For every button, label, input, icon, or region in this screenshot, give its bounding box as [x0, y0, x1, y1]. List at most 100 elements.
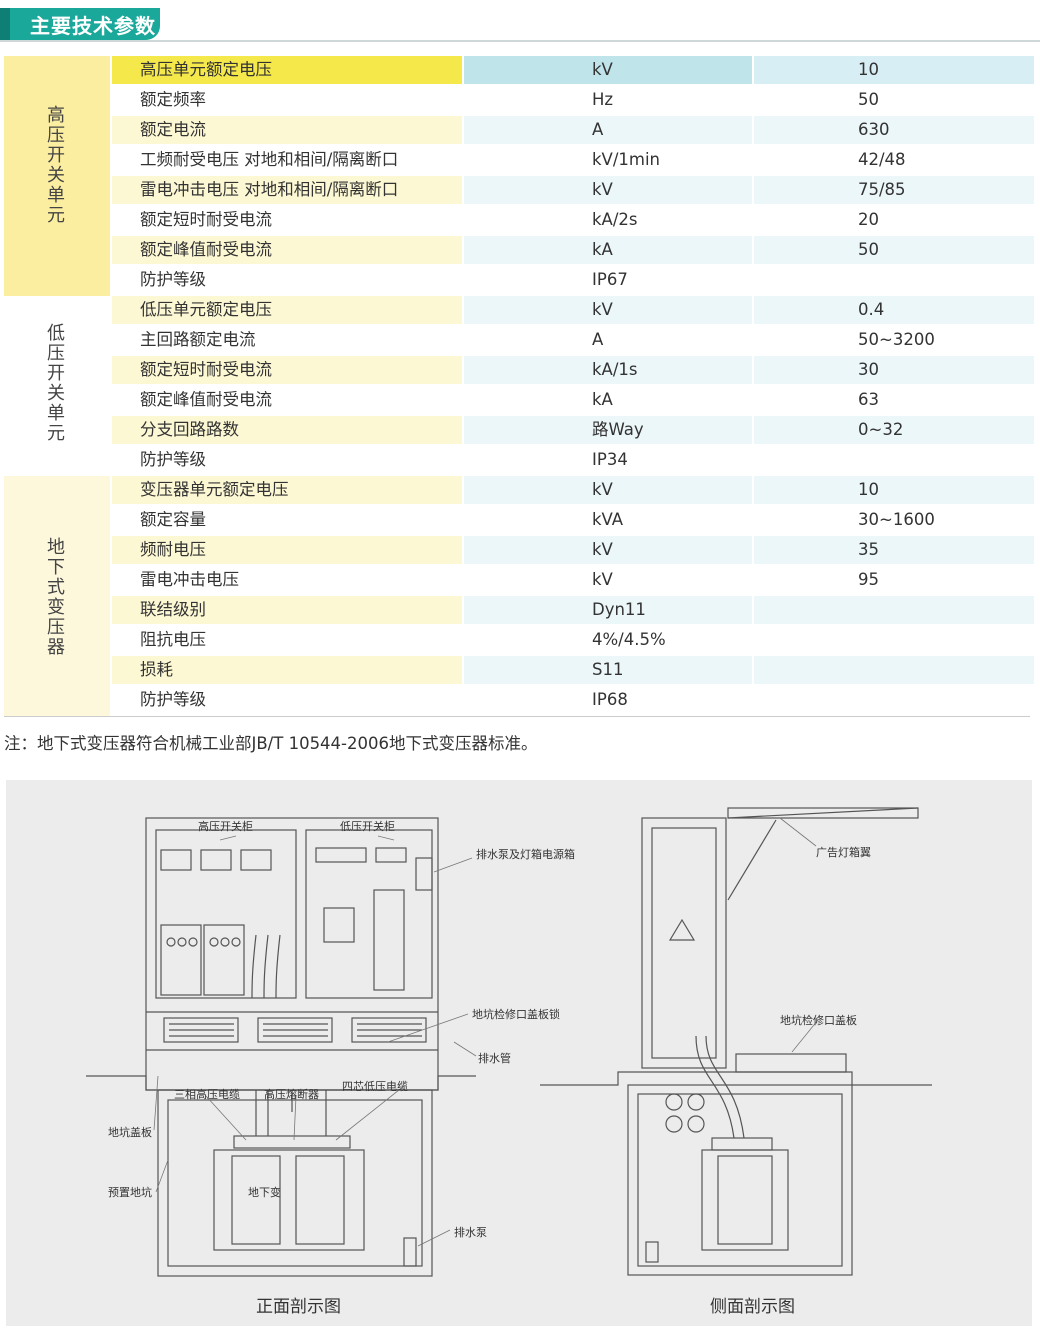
param-unit: kV — [464, 476, 752, 504]
footnote: 注：地下式变压器符合机械工业部JB/T 10544-2006地下式变压器标准。 — [4, 734, 538, 753]
param-unit: Hz — [592, 90, 614, 109]
label-pit-cover: 地坑盖板 — [108, 1126, 152, 1139]
param-value — [754, 656, 1034, 684]
param-unit: kV — [464, 296, 752, 324]
table-row: 额定短时耐受电流 kA/2s 20 — [112, 206, 1034, 234]
label-lv-cabinet: 低压开关柜 — [340, 820, 395, 833]
param-value — [754, 596, 1034, 624]
section-title: 主要技术参数 — [30, 14, 156, 38]
param-name: 防护等级 — [140, 450, 206, 469]
group-label: 地下式变压器 — [47, 537, 65, 658]
param-unit: kVA — [592, 510, 624, 529]
table-bottom-line — [4, 716, 1030, 717]
label-pump-power-box: 排水泵及灯箱电源箱 — [476, 848, 575, 861]
param-name: 主回路额定电流 — [140, 330, 256, 349]
param-name: 额定短时耐受电流 — [140, 210, 272, 229]
param-value: 0.4 — [754, 296, 1034, 324]
param-unit: kV — [592, 570, 613, 589]
label-drain-pump: 排水泵 — [454, 1226, 487, 1239]
table-row: 额定峰值耐受电流 kA 63 — [112, 386, 1034, 414]
param-value — [754, 446, 1034, 474]
param-value: 10 — [754, 476, 1034, 504]
param-value: 10 — [754, 56, 1034, 84]
param-value: 95 — [858, 570, 879, 589]
table-row: 防护等级 IP34 — [112, 446, 1034, 474]
param-unit: Dyn11 — [464, 596, 752, 624]
param-unit: kA/2s — [592, 210, 638, 229]
param-name: 分支回路路数 — [112, 416, 462, 444]
label-light-box-wing: 广告灯箱翼 — [816, 846, 871, 859]
label-three-phase-cable: 三相高压电缆 — [174, 1088, 240, 1101]
param-name: 频耐电压 — [112, 536, 462, 564]
param-name: 变压器单元额定电压 — [112, 476, 462, 504]
param-name: 额定频率 — [140, 90, 206, 109]
header-bar-accent — [0, 8, 10, 40]
group-transformer: 地下式变压器 — [4, 476, 110, 716]
param-name: 高压单元额定电压 — [112, 56, 462, 84]
diagram-panel: 高压开关柜 低压开关柜 排水泵及灯箱电源箱 地坑检修口盖板锁 排水管 三相高压电… — [6, 780, 1032, 1326]
param-unit: IP67 — [592, 270, 628, 289]
param-value: 30~1600 — [858, 510, 935, 529]
param-name: 额定峰值耐受电流 — [112, 236, 462, 264]
label-hv-cabinet: 高压开关柜 — [198, 820, 253, 833]
side-cabinet — [540, 807, 932, 1276]
param-unit: IP34 — [592, 450, 628, 469]
table-row: 防护等级 IP68 — [112, 686, 1034, 714]
label-four-core-cable: 四芯低压电缆 — [342, 1080, 408, 1093]
param-value: 20 — [858, 210, 879, 229]
param-unit: 路Way — [464, 416, 752, 444]
param-name: 损耗 — [112, 656, 462, 684]
param-unit: S11 — [464, 656, 752, 684]
param-value: 63 — [858, 390, 879, 409]
param-unit: A — [592, 330, 604, 349]
param-name: 雷电冲击电压 对地和相间/隔离断口 — [112, 176, 462, 204]
param-value: 0~32 — [754, 416, 1034, 444]
group-lv: 低压开关单元 — [4, 296, 110, 476]
group-label: 高压开关单元 — [47, 105, 65, 226]
param-value: 30 — [754, 356, 1034, 384]
param-unit: kA/1s — [464, 356, 752, 384]
group-hv: 高压开关单元 — [4, 56, 110, 296]
param-value: 50~3200 — [858, 330, 935, 349]
param-value: 35 — [754, 536, 1034, 564]
param-unit: kV — [464, 56, 752, 84]
param-value: 50 — [754, 236, 1034, 264]
param-unit: A — [464, 116, 752, 144]
param-name: 雷电冲击电压 — [140, 570, 239, 589]
param-name: 额定电流 — [112, 116, 462, 144]
param-unit: IP68 — [592, 690, 628, 709]
side-view-caption: 侧面剖示图 — [710, 1297, 795, 1317]
param-unit: kA — [464, 236, 752, 264]
param-unit: kV/1min — [592, 150, 661, 169]
param-value — [754, 626, 1034, 654]
param-name: 工频耐受电压 对地和相间/隔离断口 — [140, 150, 399, 169]
param-unit: kV — [464, 536, 752, 564]
label-transformer: 地下变 — [248, 1186, 281, 1199]
label-hv-fuse: 高压熔断器 — [264, 1088, 319, 1101]
param-name: 联结级别 — [112, 596, 462, 624]
label-pit-service-cover: 地坑检修口盖板 — [780, 1014, 857, 1027]
table-row: 主回路额定电流 A 50~3200 — [112, 326, 1034, 354]
param-name: 额定峰值耐受电流 — [140, 390, 272, 409]
label-drain-pipe: 排水管 — [478, 1052, 511, 1065]
param-name: 防护等级 — [140, 690, 206, 709]
header-bar — [0, 8, 160, 40]
front-cabinet — [86, 817, 476, 1277]
group-label: 低压开关单元 — [47, 323, 65, 444]
table-row: 雷电冲击电压 kV 95 — [112, 566, 1034, 594]
param-unit: kA — [592, 390, 613, 409]
param-name: 防护等级 — [140, 270, 206, 289]
